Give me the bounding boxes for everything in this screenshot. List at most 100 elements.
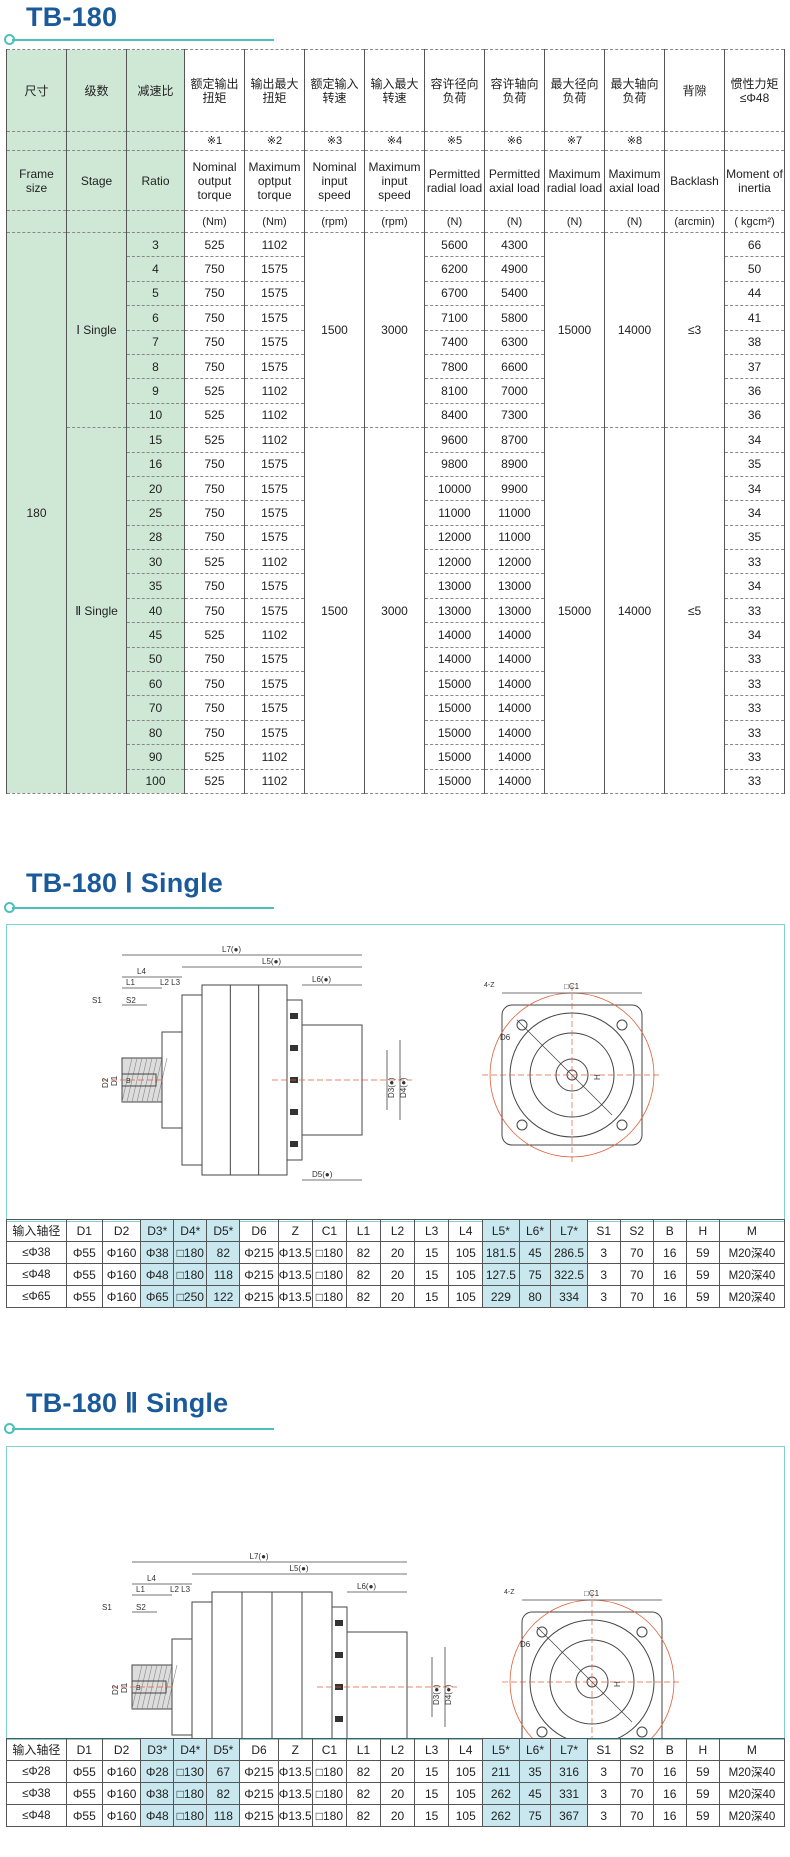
radial-load-cell: 11000 <box>424 500 485 526</box>
max-radial-cell: 15000 <box>544 427 605 794</box>
dims-cell: Φ215 <box>239 1241 279 1264</box>
radial-load-cell: 15000 <box>424 719 485 746</box>
nominal-torque-cell: 750 <box>184 573 245 599</box>
inertia-cell: 34 <box>724 427 785 453</box>
dims-cell: 20 <box>379 1782 416 1805</box>
header-note <box>664 131 725 151</box>
dims-cell: 127.5 <box>482 1263 520 1286</box>
dims-cell: ≤Φ38 <box>6 1782 67 1805</box>
dims-cell: M20深40 <box>718 1804 786 1827</box>
dims-cell: Φ13.5 <box>277 1263 313 1286</box>
ratio-cell: 25 <box>126 500 185 526</box>
header-en: Maximum radial load <box>544 150 605 211</box>
drawing-line <box>171 1638 193 1736</box>
dims-header-cell: M <box>718 1738 786 1761</box>
dims-cell: Φ55 <box>65 1241 103 1264</box>
inertia-cell: 34 <box>724 500 785 526</box>
ratio-cell: 5 <box>126 280 185 307</box>
axial-load-cell: 9900 <box>484 475 545 502</box>
max-torque-cell: 1102 <box>244 549 305 575</box>
header-unit <box>66 210 127 233</box>
ratio-cell: 50 <box>126 646 185 673</box>
radial-load-cell: 9800 <box>424 451 485 477</box>
header-unit: (N) <box>484 210 545 233</box>
header-unit: (rpm) <box>364 210 425 233</box>
dims-cell: Φ160 <box>101 1760 142 1783</box>
dims-cell: M20深40 <box>718 1760 786 1783</box>
max-torque-cell: 1102 <box>244 378 305 404</box>
radial-load-cell: 7800 <box>424 353 485 380</box>
dims-cell: 229 <box>482 1285 520 1308</box>
max-torque-cell: 1575 <box>244 719 305 746</box>
drawing-label-s2: S2 <box>136 1603 146 1612</box>
dims-cell: ≤Φ65 <box>6 1285 67 1308</box>
header-en: Nominal output torque <box>184 150 245 211</box>
drawing-label-d6: D6 <box>520 1640 531 1649</box>
nominal-torque-cell: 525 <box>184 402 245 429</box>
dims-cell: 82 <box>345 1263 382 1286</box>
dims-cell: ≤Φ48 <box>6 1263 67 1286</box>
bolt-mark <box>335 1652 343 1658</box>
header-cn: 输出最大扭矩 <box>244 49 305 132</box>
dims-cell: Φ160 <box>101 1782 142 1805</box>
header-en: Maximum input speed <box>364 150 425 211</box>
inertia-cell: 34 <box>724 573 785 599</box>
axial-load-cell: 4900 <box>484 256 545 282</box>
drawing-label-d4: D4(●) <box>444 1684 453 1705</box>
drawing-label-b: B <box>126 1078 131 1085</box>
dims-header-cell: M <box>718 1219 786 1242</box>
dims-header-cell: D5* <box>206 1738 241 1761</box>
header-unit: (N) <box>424 210 485 233</box>
dims-cell: 3 <box>586 1804 621 1827</box>
nominal-torque-cell: 750 <box>184 280 245 307</box>
dims-cell: ≤Φ28 <box>6 1760 67 1783</box>
dims-cell: 3 <box>586 1285 621 1308</box>
nominal-torque-cell: 750 <box>184 597 245 624</box>
max-torque-cell: 1575 <box>244 695 305 721</box>
inertia-cell: 50 <box>724 256 785 282</box>
title-underline <box>12 907 274 909</box>
dims-header-cell: D3* <box>140 1219 175 1242</box>
max-torque-cell: 1575 <box>244 353 305 380</box>
drawing-label-d1: D1 <box>110 1075 119 1086</box>
max-torque-cell: 1102 <box>244 231 305 258</box>
radial-load-cell: 13000 <box>424 597 485 624</box>
dims-cell: 118 <box>206 1804 241 1827</box>
dims-cell: Φ160 <box>101 1285 142 1308</box>
radial-load-cell: 7400 <box>424 329 485 355</box>
dims-cell: 16 <box>652 1263 687 1286</box>
axial-load-cell: 14000 <box>484 646 545 673</box>
nominal-torque-cell: 525 <box>184 231 245 258</box>
dims-header-cell: 输入轴径 <box>6 1738 67 1761</box>
dims-header-cell: C1 <box>311 1738 347 1761</box>
bolt-mark <box>290 1109 298 1115</box>
dims-cell: Φ215 <box>239 1263 279 1286</box>
header-note: ※3 <box>304 131 365 151</box>
dims-cell: Φ38 <box>140 1241 175 1264</box>
axial-load-cell: 7000 <box>484 378 545 404</box>
dims-cell: 105 <box>448 1241 484 1264</box>
header-en: Nominal input speed <box>304 150 365 211</box>
drawing-label-d3: D3(●) <box>432 1684 441 1705</box>
max-torque-cell: 1102 <box>244 768 305 794</box>
header-note: ※7 <box>544 131 605 151</box>
max-torque-cell: 1575 <box>244 671 305 697</box>
dims-header-cell: D1 <box>65 1738 103 1761</box>
bolt-mark <box>335 1620 343 1626</box>
drawing-label-d2: D2 <box>111 1684 120 1695</box>
header-note: ※6 <box>484 131 545 151</box>
drawing-line <box>131 1057 143 1103</box>
dims-cell: 322.5 <box>550 1263 588 1286</box>
drawing-label-l7: L7(●) <box>250 1552 269 1561</box>
header-note <box>6 131 67 151</box>
dims-cell: 20 <box>379 1804 416 1827</box>
header-note <box>66 131 127 151</box>
